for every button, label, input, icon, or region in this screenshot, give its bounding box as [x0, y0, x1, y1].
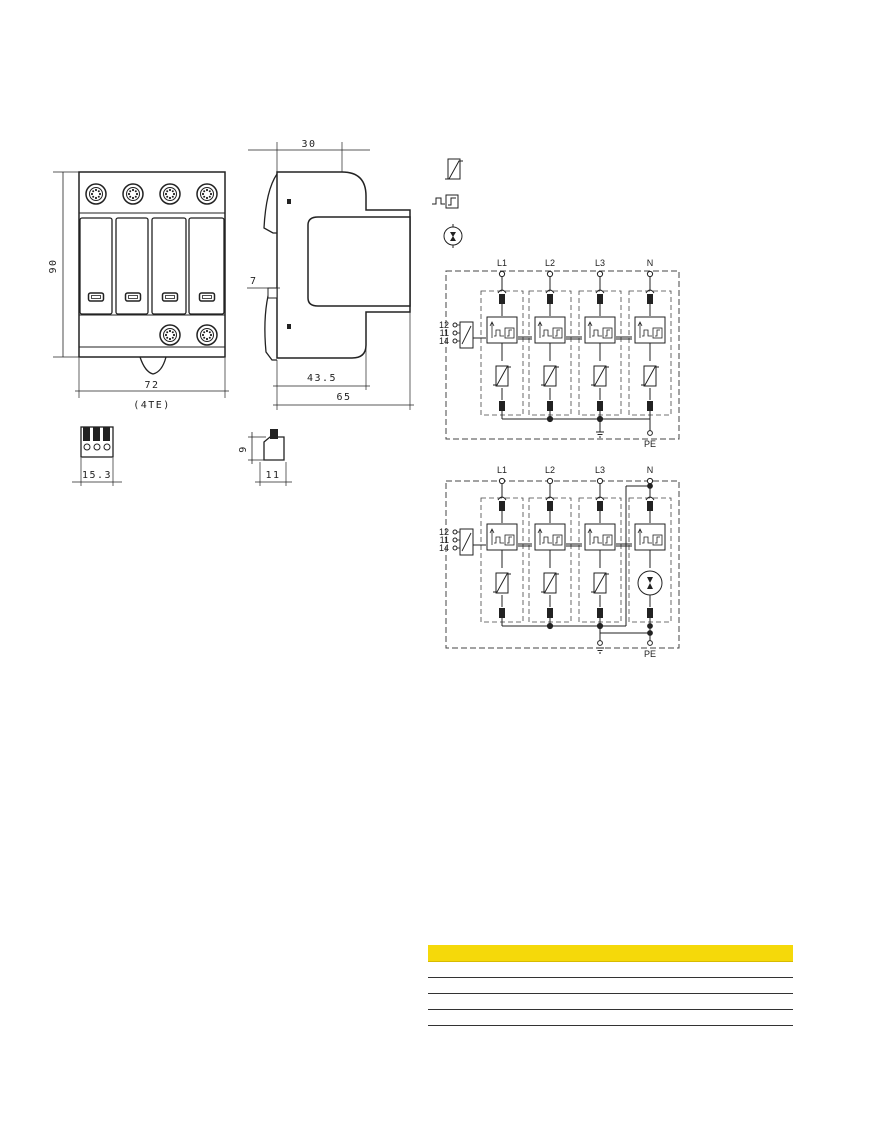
dim-depth-65: 65	[336, 392, 351, 403]
dim-connector-9: 9	[238, 445, 249, 453]
thermal-disconnector-icon	[534, 316, 566, 344]
connector-front-view: 15.3	[72, 426, 122, 486]
fuse-icon	[499, 501, 505, 511]
contact-label-11: 11	[440, 535, 449, 545]
contact-label-14: 14	[439, 543, 449, 553]
dim-connector-15-3: 15.3	[82, 470, 112, 481]
phase-label-l2: L2	[545, 258, 555, 268]
dim-connector-11: 11	[265, 470, 280, 481]
front-view: 90 72 (4TE)	[48, 171, 229, 411]
thermal-disconnector-icon	[486, 523, 518, 551]
fuse-icon	[499, 608, 505, 618]
varistor-icon	[590, 572, 610, 594]
dim-width-72: 72	[144, 380, 159, 391]
ground-icon	[596, 431, 604, 438]
ground-icon	[596, 647, 604, 654]
fuse-icon	[547, 501, 553, 511]
contact-label-12: 12	[439, 320, 449, 330]
phase-label-n: N	[647, 258, 654, 268]
dim-depth-43-5: 43.5	[307, 373, 337, 384]
thermal-disconnector-icon	[534, 523, 566, 551]
fuse-icon	[547, 401, 553, 411]
contact-label-12: 12	[439, 527, 449, 537]
fuse-icon	[647, 608, 653, 618]
table-row	[428, 1009, 793, 1026]
varistor-icon	[492, 365, 512, 387]
pe-label: PE	[644, 649, 656, 659]
phase-label-n: N	[647, 465, 654, 475]
legend	[432, 158, 463, 248]
dim-side-7: 7	[250, 276, 258, 287]
fuse-icon	[647, 501, 653, 511]
dim-width-te: (4TE)	[133, 400, 171, 411]
table-row	[428, 993, 793, 1010]
fuse-icon	[647, 401, 653, 411]
fuse-icon	[597, 294, 603, 304]
fuse-icon	[547, 608, 553, 618]
fuse-icon	[499, 401, 505, 411]
contact-label-11: 11	[440, 328, 449, 338]
table-header-row	[428, 945, 793, 962]
varistor-icon	[445, 158, 463, 180]
spark-gap-icon	[443, 224, 463, 248]
table-row	[428, 961, 793, 978]
fuse-icon	[547, 294, 553, 304]
phase-label-l3: L3	[595, 465, 605, 475]
varistor-icon	[540, 365, 560, 387]
phase-label-l3: L3	[595, 258, 605, 268]
fuse-icon	[597, 401, 603, 411]
thermal-disconnector-icon	[584, 316, 616, 344]
spec-table	[428, 945, 793, 1026]
connector-side-view: 9 11	[238, 429, 292, 486]
dim-top-30: 30	[301, 139, 316, 150]
thermal-disconnector-icon	[584, 523, 616, 551]
dim-height-90: 90	[48, 258, 59, 273]
fuse-icon	[597, 608, 603, 618]
varistor-icon	[492, 572, 512, 594]
phase-label-l2: L2	[545, 465, 555, 475]
thermal-disconnector-icon	[634, 523, 666, 551]
varistor-icon	[540, 572, 560, 594]
varistor-icon	[640, 365, 660, 387]
contact-label-14: 14	[439, 336, 449, 346]
fuse-icon	[647, 294, 653, 304]
phase-label-l1: L1	[497, 258, 507, 268]
thermal-disconnector-icon	[486, 316, 518, 344]
fuse-icon	[499, 294, 505, 304]
thermal-disconnector-icon	[432, 194, 459, 209]
thermal-disconnector-icon	[634, 316, 666, 344]
pe-label: PE	[644, 439, 656, 449]
table-row	[428, 977, 793, 994]
side-view: 30 7 43.5 65	[247, 139, 414, 410]
fuse-icon	[597, 501, 603, 511]
phase-label-l1: L1	[497, 465, 507, 475]
varistor-icon	[590, 365, 610, 387]
